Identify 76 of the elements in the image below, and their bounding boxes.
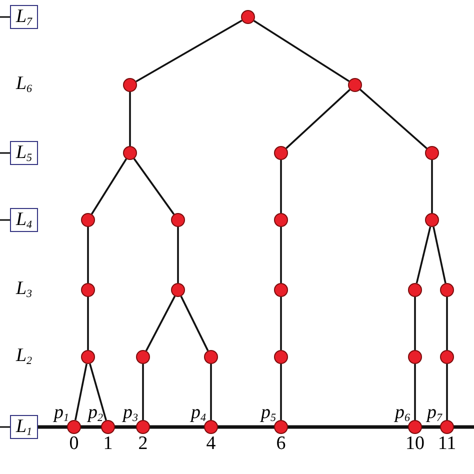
point-label: p$_{4}$ [191, 403, 206, 426]
point-label: p$_{1}$ [54, 403, 69, 426]
tree-edge [414, 364, 416, 420]
position-number: 6 [276, 434, 286, 454]
tree-node-circle [408, 283, 422, 297]
tree-edge [414, 297, 416, 350]
tree-edge [253, 20, 350, 82]
tree-node-circle [348, 78, 362, 92]
tree-node-circle [171, 213, 185, 227]
tree-node-circle [136, 420, 150, 434]
tree-node-circle [425, 146, 439, 160]
tree-node-circle [81, 213, 95, 227]
point-label: p$_{6}$ [395, 403, 410, 426]
tree-node-circle [81, 283, 95, 297]
tree-node-circle [81, 350, 95, 364]
tree-node-circle [408, 350, 422, 364]
tree-edge [145, 296, 176, 352]
tree-node-circle [241, 10, 255, 24]
level-box: L$_{7}$ [10, 5, 38, 29]
tree-node-circle [123, 146, 137, 160]
position-number: 11 [438, 434, 456, 454]
tree-edge [74, 364, 88, 420]
point-label: p$_{7}$ [427, 403, 442, 426]
point-label: p$_{2}$ [88, 403, 103, 426]
tree-edge [142, 364, 144, 420]
point-label: p$_{3}$ [123, 403, 138, 426]
position-number: 10 [406, 434, 424, 454]
tree-edge [280, 227, 282, 283]
tree-node-circle [274, 146, 288, 160]
tree-edge [280, 297, 282, 350]
level-label: L$_{6}$ [16, 74, 32, 97]
level-label: L$_{2}$ [16, 346, 32, 369]
level-box: L$_{4}$ [10, 208, 38, 232]
point-label: p$_{5}$ [261, 403, 276, 426]
tree-node-circle [274, 350, 288, 364]
tree-node-circle [274, 420, 288, 434]
tree-node-circle [440, 420, 454, 434]
tree-edge [286, 89, 350, 149]
tree-node-circle [171, 283, 185, 297]
tree-edge [136, 20, 242, 82]
tree-edge [90, 158, 128, 215]
tree-edge [280, 160, 282, 213]
tree-node-circle [101, 420, 115, 434]
tree-node-circle [425, 213, 439, 227]
tree-edge [210, 364, 212, 420]
tree-node-circle [440, 283, 454, 297]
tree-node-circle [204, 350, 218, 364]
tree-edge [87, 227, 89, 283]
tree-edge [446, 364, 448, 420]
tree-node-circle [274, 213, 288, 227]
tree-node-circle [408, 420, 422, 434]
tree-edge [360, 88, 428, 150]
position-number: 0 [69, 434, 79, 454]
tree-edge [431, 160, 433, 213]
position-number: 4 [206, 434, 216, 454]
tree-edge [446, 297, 448, 350]
tree-node-circle [274, 283, 288, 297]
level-label: L$_{3}$ [16, 279, 32, 302]
tree-edge [87, 297, 89, 350]
tree-edge [133, 158, 175, 215]
tree-edge [89, 363, 107, 421]
tree-node-circle [204, 420, 218, 434]
position-number: 1 [103, 434, 113, 454]
tree-edge [177, 227, 179, 283]
tree-node-circle [440, 350, 454, 364]
tree-edge [280, 364, 282, 420]
tree-edge [432, 226, 446, 284]
tree-node-circle [123, 78, 137, 92]
position-number: 2 [138, 434, 148, 454]
tree-edge [180, 296, 209, 352]
level-box: L$_{5}$ [10, 141, 38, 165]
level-box: L$_{1}$ [10, 415, 38, 439]
tree-node-circle [136, 350, 150, 364]
tree-node-circle [67, 420, 81, 434]
tree-edge [129, 92, 131, 146]
tree-edge [416, 226, 432, 284]
